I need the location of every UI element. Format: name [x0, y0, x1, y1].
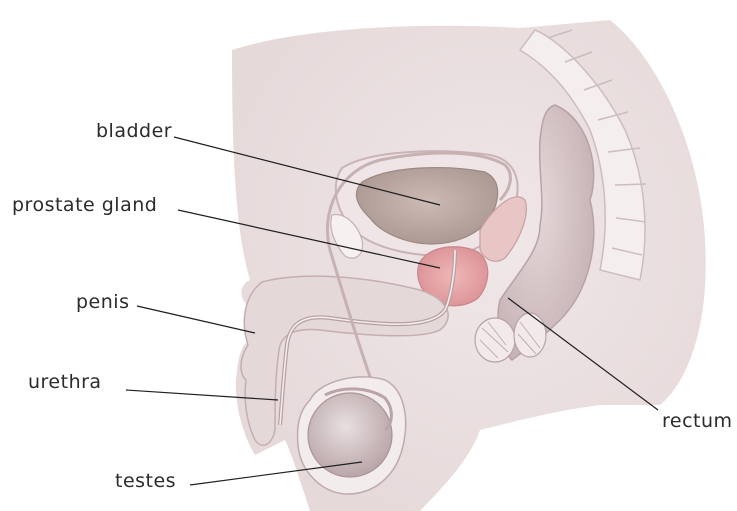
rectum-label: rectum — [662, 410, 733, 432]
penis-leader — [137, 306, 255, 333]
bladder-label: bladder — [96, 120, 172, 142]
prostate-gland-label: prostate gland — [12, 194, 157, 216]
testes-label: testes — [115, 470, 176, 492]
penis-label: penis — [76, 291, 129, 313]
urethra-label: urethra — [28, 371, 102, 393]
